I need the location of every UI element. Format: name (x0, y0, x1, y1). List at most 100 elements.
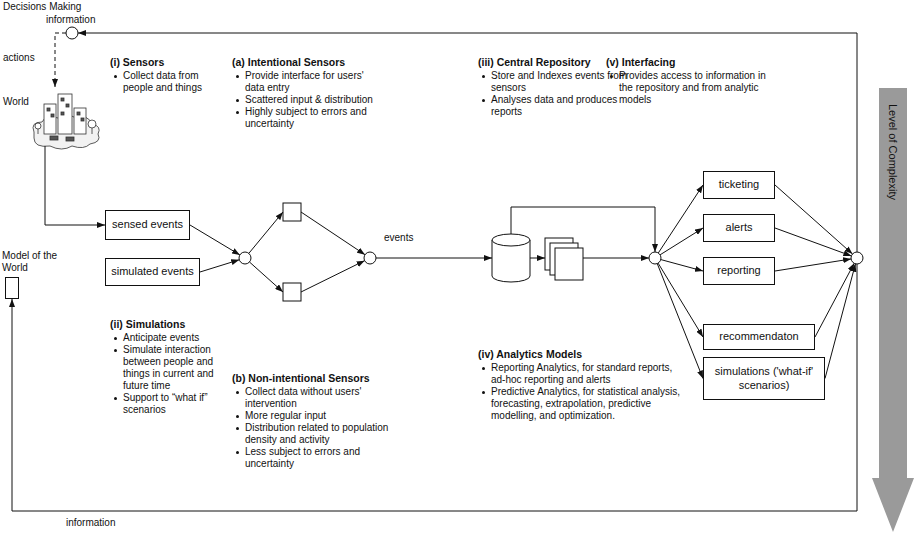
flow-line (661, 260, 703, 271)
bullet-item: Less subject to errors and uncertainty (236, 446, 407, 470)
flow-line (301, 261, 365, 292)
bullet-item: Anticipate events (114, 332, 228, 344)
label-text: Decisions Making (3, 1, 81, 12)
flow-line (45, 146, 105, 225)
bullet-item: Support to “what if” scenarios (114, 392, 228, 416)
bullet-text: Provide interface for users' data entry (245, 70, 364, 93)
flow-line (301, 212, 365, 255)
bullet-item: Predictive Analytics, for statistical an… (482, 386, 683, 422)
bullet-dot (482, 367, 485, 370)
sensor-squares (283, 203, 301, 301)
bullet-text: More regular input (245, 410, 326, 421)
bullet-text: Anticipate events (123, 332, 199, 343)
bullet-dot (236, 111, 239, 114)
bullet-item: More regular input (236, 410, 407, 422)
bullet-dot (482, 99, 485, 102)
section-heading: (b) Non-intentional Sensors (232, 372, 407, 385)
flow-line (815, 263, 854, 337)
description-block: (a) Intentional SensorsProvide interface… (232, 56, 382, 130)
bullet-dot (236, 451, 239, 454)
label-text: events (384, 232, 413, 243)
bullet-item: Collect data from people and things (114, 70, 228, 94)
flow-line (775, 259, 851, 271)
bullet-dot (482, 391, 485, 394)
bullet-text: Less subject to errors and uncertainty (245, 446, 360, 469)
bullet-item: Store and Indexes events from sensors (482, 70, 628, 94)
description-block: (i) SensorsCollect data from people and … (110, 56, 228, 94)
feedback-line (12, 264, 857, 511)
repository-cylinder (492, 234, 530, 282)
event-box: sensed events (105, 210, 190, 240)
action-line (55, 33, 66, 87)
bullet-text: Store and Indexes events from sensors (491, 70, 627, 93)
bullet-text: Provides access to information in the re… (619, 70, 766, 105)
flow-line (825, 264, 855, 379)
section-heading: (iv) Analytics Models (478, 348, 683, 361)
flow-line (775, 228, 851, 256)
description-block: (ii) SimulationsAnticipate eventsSimulat… (110, 318, 228, 416)
flow-line (200, 260, 239, 272)
bullet-text: Support to “what if” scenarios (123, 392, 207, 415)
node-text: reporting (717, 264, 760, 277)
axis-label: Level of Complexity (887, 104, 899, 200)
bullet-dot (114, 337, 117, 340)
flow-line (658, 263, 703, 337)
bullet-dot (236, 427, 239, 430)
label-text: World (3, 96, 29, 107)
description-block: (iii) Central RepositoryStore and Indexe… (478, 56, 628, 118)
node-text: alerts (726, 221, 753, 234)
flow-label: information (46, 14, 95, 26)
bullet-item: Simulate interaction between people and … (114, 344, 228, 392)
description-block: (v) InterfacingProvides access to inform… (606, 56, 771, 106)
bullet-dot (114, 397, 117, 400)
bullet-item: Provides access to information in the re… (610, 70, 771, 106)
feedback-line (78, 33, 857, 252)
bullet-text: Collect data without users' intervention (245, 386, 361, 409)
description-block: (b) Non-intentional SensorsCollect data … (232, 372, 407, 470)
bullet-text: Reporting Analytics, for standard report… (491, 362, 672, 385)
description-block: (iv) Analytics ModelsReporting Analytics… (478, 348, 683, 422)
flow-line (530, 258, 545, 259)
interface-box: simulations ('what-if' scenarios) (703, 357, 825, 400)
bullet-dot (236, 391, 239, 394)
world-label: World (3, 96, 29, 108)
axis-label-text: Level of Complexity (887, 104, 899, 200)
flow-line (658, 185, 703, 253)
bullet-item: Distribution related to population densi… (236, 422, 407, 446)
node-text: recommendaton (719, 330, 799, 343)
bullet-text: Distribution related to population densi… (245, 422, 388, 445)
bullet-text: Analyses data and produces reports (491, 94, 617, 117)
bullet-dot (610, 75, 613, 78)
complexity-arrow (872, 88, 914, 532)
flow-line (660, 228, 703, 255)
section-heading: (a) Intentional Sensors (232, 56, 382, 69)
model-node: Model of the World (2, 250, 58, 299)
interface-box: reporting (703, 257, 775, 285)
bullet-dot (236, 99, 239, 102)
label-text: information (46, 14, 95, 25)
section-heading: (iii) Central Repository (478, 56, 628, 69)
flow-line (190, 225, 240, 255)
interface-box: alerts (703, 214, 775, 242)
section-heading: (v) Interfacing (606, 56, 771, 69)
interface-box: recommendaton (703, 324, 815, 350)
bullet-text: Highly subject to errors and uncertainty (245, 106, 367, 129)
interface-box: ticketing (703, 171, 775, 199)
node-text: ticketing (719, 178, 759, 191)
flow-line (657, 264, 703, 379)
flow-label: actions (3, 52, 35, 64)
report-documents (545, 238, 583, 280)
section-heading: (i) Sensors (110, 56, 228, 69)
node-text: Model of the World (2, 250, 58, 274)
bullet-item: Collect data without users' intervention (236, 386, 407, 410)
flow-label: Decisions Making (3, 1, 81, 13)
flow-line (376, 258, 492, 259)
flow-line (511, 207, 655, 252)
bullet-dot (236, 75, 239, 78)
node-text: simulations ('what-if' scenarios) (704, 365, 824, 391)
bullet-text: Predictive Analytics, for statistical an… (491, 386, 680, 421)
flow-line (775, 185, 853, 254)
node-text: sensed events (112, 218, 183, 231)
bullet-item: Provide interface for users' data entry (236, 70, 382, 94)
event-box: simulated events (105, 258, 200, 286)
